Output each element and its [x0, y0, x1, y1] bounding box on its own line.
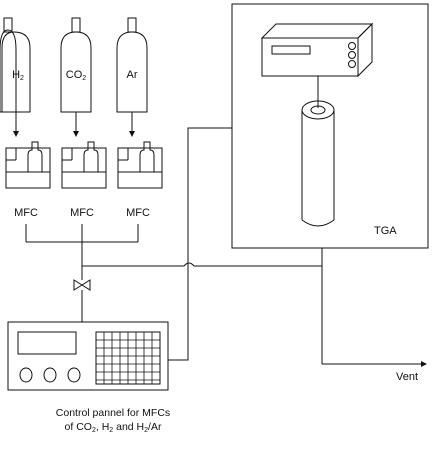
mfc-unit-co2: [61, 141, 107, 189]
gas-cylinder-co2: [60, 17, 92, 113]
tga-balance: [260, 22, 374, 78]
control-panel-caption-line1: Control pannel for MFCs: [55, 407, 171, 419]
gas-label-h2: H2: [12, 69, 24, 83]
valve-icon: [73, 279, 91, 291]
gas-cylinder-ar: [116, 17, 148, 113]
control-panel: [7, 321, 169, 391]
mfc-unit-h2: [5, 141, 51, 189]
mfc-label-3: MFC: [126, 207, 150, 219]
vent-label: Vent: [396, 371, 419, 383]
gas-label-co2: CO2: [65, 69, 87, 83]
mfc-label-1: MFC: [14, 207, 38, 219]
gas-cylinder-h2: [0, 17, 31, 113]
mfc-manifold: [25, 224, 139, 280]
gas-label-ar: Ar: [126, 69, 138, 81]
panel-signal-line: [168, 127, 232, 361]
mfc-unit-ar: [117, 141, 163, 189]
gas-line-to-vent: [82, 262, 322, 267]
tga-enclosure: [231, 3, 429, 249]
tga-furnace-tube: [301, 100, 335, 227]
tga-label: TGA: [374, 225, 397, 237]
mfc-label-2: MFC: [70, 207, 94, 219]
control-panel-keypad-grid: [96, 332, 160, 384]
control-panel-caption-line2: of CO2, H2 and H2/Ar: [64, 421, 162, 434]
